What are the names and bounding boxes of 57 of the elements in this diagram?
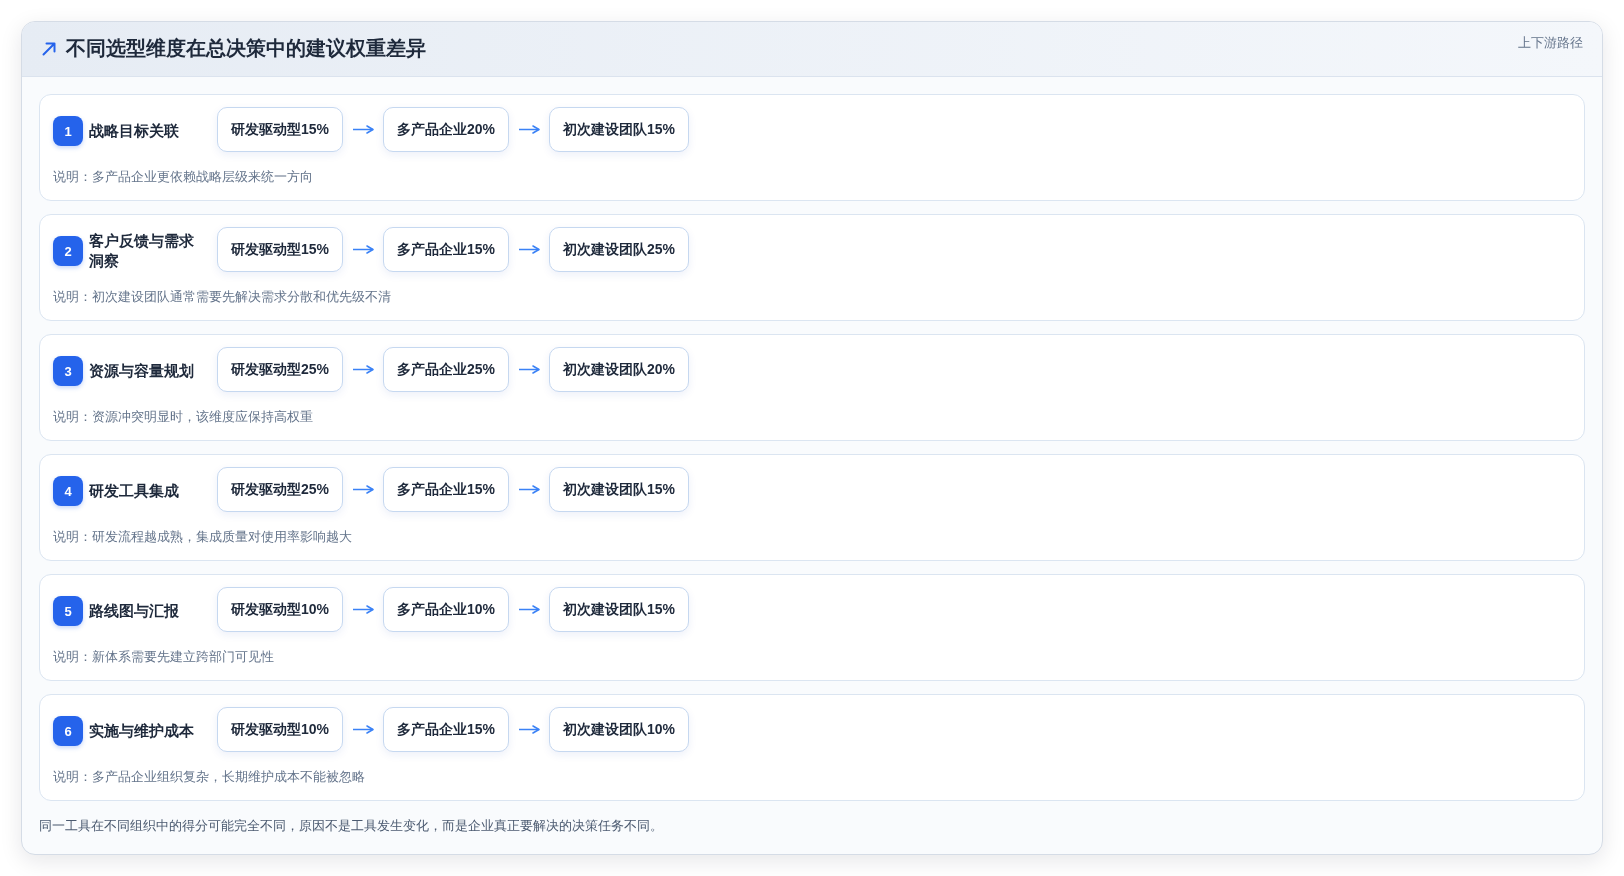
step-number-badge: 3 [53,356,83,386]
weight-chip: 初次建设团队15% [549,107,689,152]
weight-chip: 研发驱动型15% [217,107,343,152]
weight-chip: 初次建设团队25% [549,227,689,272]
weight-chip: 多产品企业15% [383,707,509,752]
arrow [352,605,374,614]
arrow [352,125,374,134]
dimension-note: 说明：新体系需要先建立跨部门可见性 [53,648,274,666]
arrow [518,485,540,494]
dimension-note: 说明：多产品企业组织复杂，长期维护成本不能被忽略 [53,768,365,786]
arrow [352,365,374,374]
dimension-note: 说明：资源冲突明显时，该维度应保持高权重 [53,408,313,426]
weight-chip: 初次建设团队15% [549,467,689,512]
weight-chip: 初次建设团队20% [549,347,689,392]
step-number-badge: 6 [53,716,83,746]
dimension-card [39,94,1585,201]
weight-chip: 多产品企业15% [383,467,509,512]
dimension-note: 说明：研发流程越成熟，集成质量对使用率影响越大 [53,528,352,546]
weight-chip: 研发驱动型25% [217,467,343,512]
dimension-name: 客户反馈与需求洞察 [89,231,195,271]
weight-chip: 多产品企业25% [383,347,509,392]
dimension-note: 说明：初次建设团队通常需要先解决需求分散和优先级不清 [53,288,391,306]
step-number-badge: 2 [53,236,83,266]
header-tag: 上下游路径 [1518,34,1583,52]
weight-chip: 研发驱动型10% [217,587,343,632]
arrow [352,485,374,494]
dimension-card [39,334,1585,441]
dimension-name: 实施与维护成本 [89,721,195,741]
dimension-card [39,454,1585,561]
arrow [518,725,540,734]
arrow [518,365,540,374]
weight-chip: 研发驱动型25% [217,347,343,392]
footnote: 同一工具在不同组织中的得分可能完全不同，原因不是工具发生变化，而是企业真正要解决的决策任务不同。 [39,817,663,835]
arrow [518,245,540,254]
dimension-name: 资源与容量规划 [89,361,195,381]
arrow [352,245,374,254]
dimension-name: 路线图与汇报 [89,601,180,621]
weight-chip: 多产品企业15% [383,227,509,272]
arrow [518,125,540,134]
arrow [518,605,540,614]
dimension-note: 说明：多产品企业更依赖战略层级来统一方向 [53,168,313,186]
weight-chip: 初次建设团队10% [549,707,689,752]
dimension-name: 研发工具集成 [89,481,180,501]
weight-chip: 初次建设团队15% [549,587,689,632]
step-number-badge: 5 [53,596,83,626]
dimension-card [39,574,1585,681]
arrow [352,725,374,734]
step-number-badge: 4 [53,476,83,506]
weight-chip: 研发驱动型15% [217,227,343,272]
dimension-card [39,694,1585,801]
weight-chip: 多产品企业20% [383,107,509,152]
panel-title: 不同选型维度在总决策中的建议权重差异 [66,36,426,61]
dimension-card [39,214,1585,321]
weight-chip: 多产品企业10% [383,587,509,632]
step-number-badge: 1 [53,116,83,146]
weight-chip: 研发驱动型10% [217,707,343,752]
dimension-name: 战略目标关联 [89,121,180,141]
